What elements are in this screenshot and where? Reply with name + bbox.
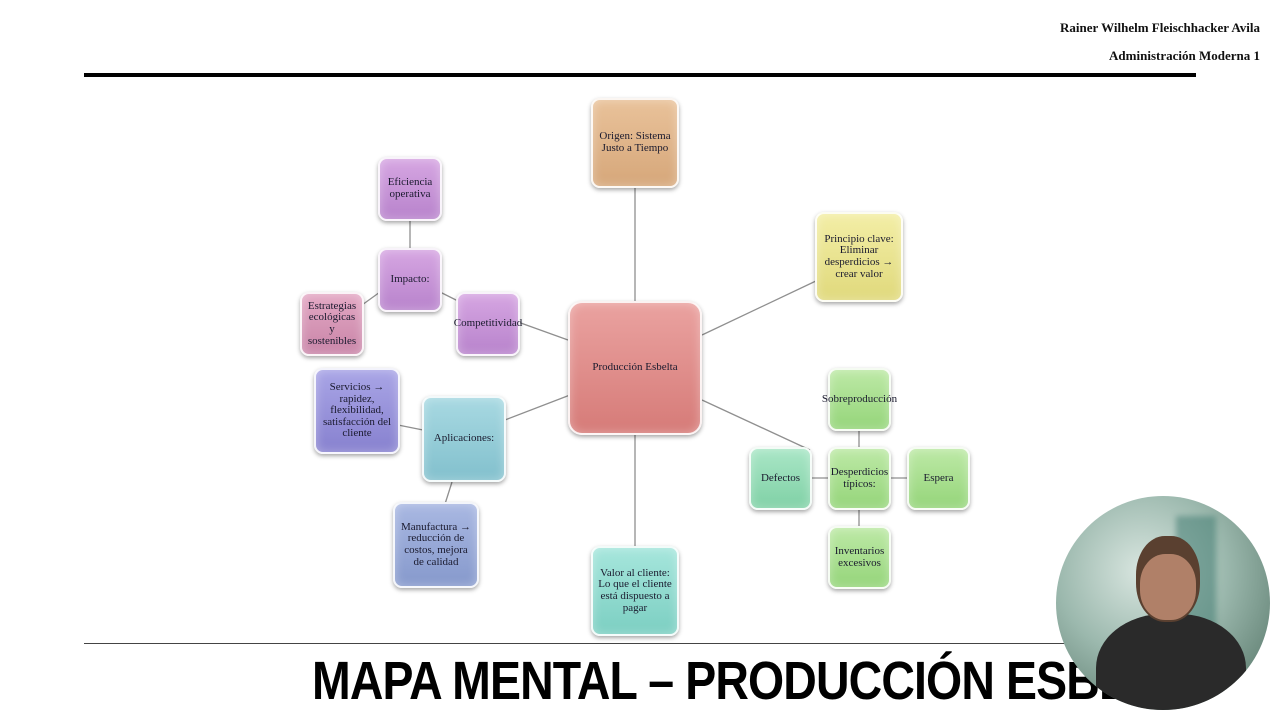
footer-rule <box>84 643 1196 644</box>
impact-item-competitividad: Competitividad <box>454 292 522 356</box>
webcam-overlay <box>1056 496 1270 710</box>
connector-competitividad <box>517 321 569 341</box>
connector-app-servicios <box>397 424 424 431</box>
waste-item-inventarios: Inventarios excesivos <box>828 526 891 589</box>
waste-item-sobreproduccion: Sobreproducción <box>822 368 897 431</box>
principle-node: Principio clave: Eliminar desperdicios →… <box>815 212 903 302</box>
presenter-face <box>1140 554 1196 620</box>
connector-principle <box>701 279 819 336</box>
applications-item-manufactura: Manufactura → reducción de costos, mejor… <box>393 502 479 588</box>
presenter-body <box>1096 614 1246 710</box>
connector-applications <box>504 394 571 421</box>
header-rule <box>84 73 1196 77</box>
author-name: Rainer Wilhelm Fleischhacker Avila <box>1060 20 1260 35</box>
applications-node: Aplicaciones: <box>422 396 506 482</box>
center-node: Producción Esbelta <box>568 301 702 435</box>
connector-waste <box>701 399 811 451</box>
connector-app-manufactura <box>444 481 453 505</box>
value-node: Valor al cliente: Lo que el cliente está… <box>591 546 679 636</box>
waste-item-espera: Espera <box>907 447 970 510</box>
impact-item-eficiencia: Eficiencia operativa <box>378 157 442 221</box>
course-name: Administración Moderna 1 <box>1109 48 1260 63</box>
origin-node: Origen: Sistema Justo a Tiempo <box>591 98 679 188</box>
applications-item-servicios: Servicios → rapidez, flexibilidad, satis… <box>314 368 400 454</box>
footer-title: MAPA MENTAL – PRODUCCIÓN ESBELTA <box>312 651 1211 711</box>
impact-node: Impacto: <box>378 248 442 312</box>
connector-impact-estrategias <box>361 291 381 306</box>
impact-item-estrategias: Estrategias ecológicas y sostenibles <box>300 292 364 356</box>
waste-item-defectos: Defectos <box>749 447 812 510</box>
waste-node: Desperdicios típicos: <box>828 447 891 510</box>
